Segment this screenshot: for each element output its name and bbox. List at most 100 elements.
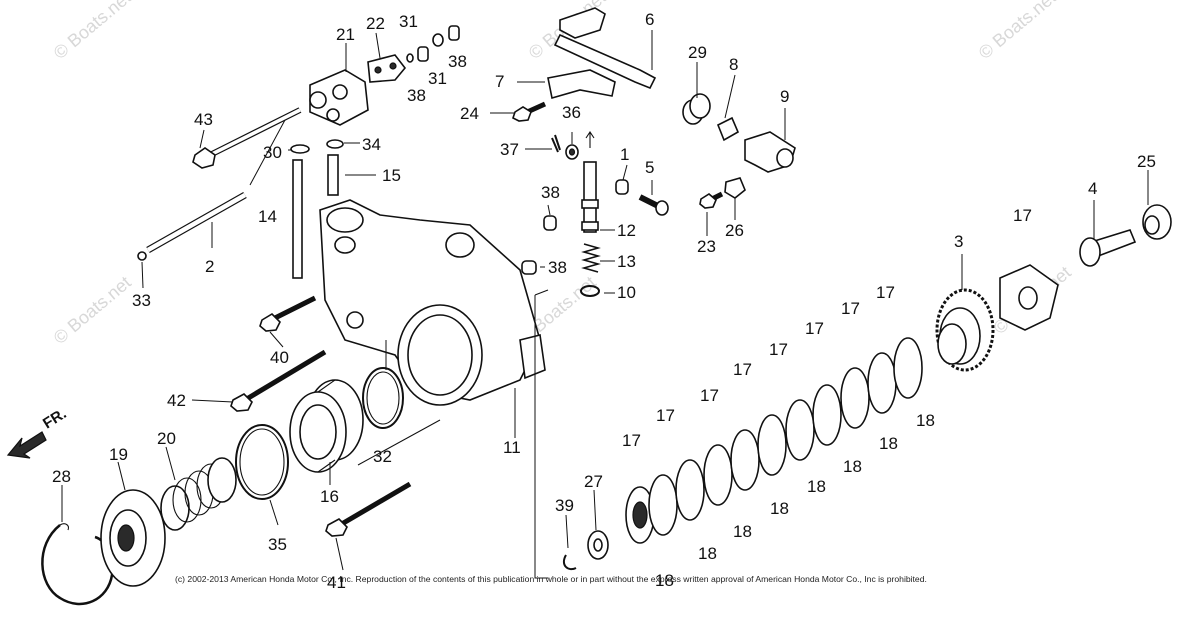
callout-25: 25: [1137, 152, 1156, 171]
part-19-piston: [100, 489, 166, 587]
callout-8: 8: [729, 55, 738, 74]
watermark-3: © Boats.net: [975, 0, 1060, 63]
callout-17g: 17: [841, 299, 860, 318]
part-5-pin: [638, 194, 669, 216]
part-8-clip: [716, 116, 740, 142]
callout-18c: 18: [733, 522, 752, 541]
callout-18f: 18: [843, 457, 862, 476]
callout-40: 40: [270, 348, 289, 367]
front-direction-arrow: [6, 431, 47, 459]
part-29-bushing: [682, 93, 711, 125]
callout-33: 33: [132, 291, 151, 310]
callout-5: 5: [645, 158, 654, 177]
callout-3: 3: [954, 232, 963, 251]
callout-34: 34: [362, 135, 381, 154]
callouts: 1 2 3 4 5 6 7 8 9 10 11 12 13 14 15 16 1…: [52, 10, 1156, 592]
part-6-shift-shaft: [553, 7, 657, 90]
assembly-guide-lines: [249, 119, 549, 579]
callout-24: 24: [460, 104, 479, 123]
part-36-washer: [565, 144, 579, 160]
part-16-drum: [289, 379, 364, 473]
part-14-rod: [292, 159, 303, 279]
callout-31a: 31: [399, 12, 418, 31]
callout-42: 42: [167, 391, 186, 410]
part-35-o-ring: [235, 424, 289, 500]
part-27-washer: [587, 530, 609, 560]
part-10-clip: [580, 285, 600, 297]
callout-18b: 18: [698, 544, 717, 563]
callout-17e: 17: [769, 340, 788, 359]
callout-39: 39: [555, 496, 574, 515]
callout-14: 14: [258, 207, 277, 226]
watermark-4: © Boats.net: [50, 272, 135, 348]
part-11-housing: [319, 199, 546, 406]
callout-28: 28: [52, 467, 71, 486]
callout-27: 27: [584, 472, 603, 491]
part-32-o-ring: [362, 367, 404, 429]
callout-19: 19: [109, 445, 128, 464]
callout-38a: 38: [407, 86, 426, 105]
part-30-washer: [290, 144, 310, 154]
part-21-valve-body: [309, 69, 369, 126]
part-26-washer: [724, 177, 746, 199]
part-43-bolt: [192, 107, 302, 169]
callout-26: 26: [725, 221, 744, 240]
part-37-cotter-pin: [551, 134, 561, 153]
callout-4: 4: [1088, 179, 1097, 198]
callout-29: 29: [688, 43, 707, 62]
callout-2: 2: [205, 257, 214, 276]
callout-21: 21: [336, 25, 355, 44]
part-38-collar-a: [543, 215, 557, 231]
callout-17b: 17: [656, 406, 675, 425]
callout-10: 10: [617, 283, 636, 302]
part-38-collar-b: [521, 260, 537, 275]
callout-13: 13: [617, 252, 636, 271]
callout-12: 12: [617, 221, 636, 240]
callout-32: 32: [373, 447, 392, 466]
callout-35: 35: [268, 535, 287, 554]
callout-22: 22: [366, 14, 385, 33]
callout-17a: 17: [622, 431, 641, 450]
callout-41: 41: [327, 573, 346, 592]
watermarks: © Boats.net © Boats.net © Boats.net © Bo…: [50, 0, 1075, 348]
part-13-spring: [581, 243, 601, 273]
watermark-1: © Boats.net: [50, 0, 135, 63]
callout-38b: 38: [448, 52, 467, 71]
callout-18d: 18: [770, 499, 789, 518]
clutch-plates: [625, 337, 923, 544]
callout-18g: 18: [879, 434, 898, 453]
callout-23: 23: [697, 237, 716, 256]
callout-1: 1: [620, 145, 629, 164]
part-1-collar: [615, 179, 629, 195]
callout-43: 43: [194, 110, 213, 129]
callout-16: 16: [320, 487, 339, 506]
callout-9: 9: [780, 87, 789, 106]
part-12-spool: [581, 131, 599, 233]
callout-17d: 17: [733, 360, 752, 379]
part-39-circlip: [562, 554, 577, 571]
callout-38d: 38: [548, 258, 567, 277]
copyright-notice: (c) 2002-2013 American Honda Motor Co., …: [175, 574, 927, 584]
part-3-gear: [935, 288, 995, 372]
part-33-washer: [137, 251, 147, 261]
callout-11: 11: [503, 438, 521, 457]
callout-17i: 17: [1013, 206, 1032, 225]
callout-37: 37: [500, 140, 519, 159]
callout-31b: 31: [428, 69, 447, 88]
callout-30: 30: [263, 143, 282, 162]
part-15-pin: [327, 154, 339, 196]
part-9-fork: [744, 131, 796, 173]
callout-20: 20: [157, 429, 176, 448]
part-24-bolt: [512, 101, 547, 122]
part-4-shaft: [1079, 229, 1137, 267]
part-17-end-plate: [999, 264, 1059, 331]
callout-7: 7: [495, 72, 504, 91]
callout-6: 6: [645, 10, 654, 29]
callout-18h: 18: [916, 411, 935, 430]
part-7-lever: [547, 69, 616, 100]
part-23-bolt: [699, 191, 724, 209]
part-41-bolt: [325, 481, 412, 537]
callout-17f: 17: [805, 319, 824, 338]
callout-18e: 18: [807, 477, 826, 496]
